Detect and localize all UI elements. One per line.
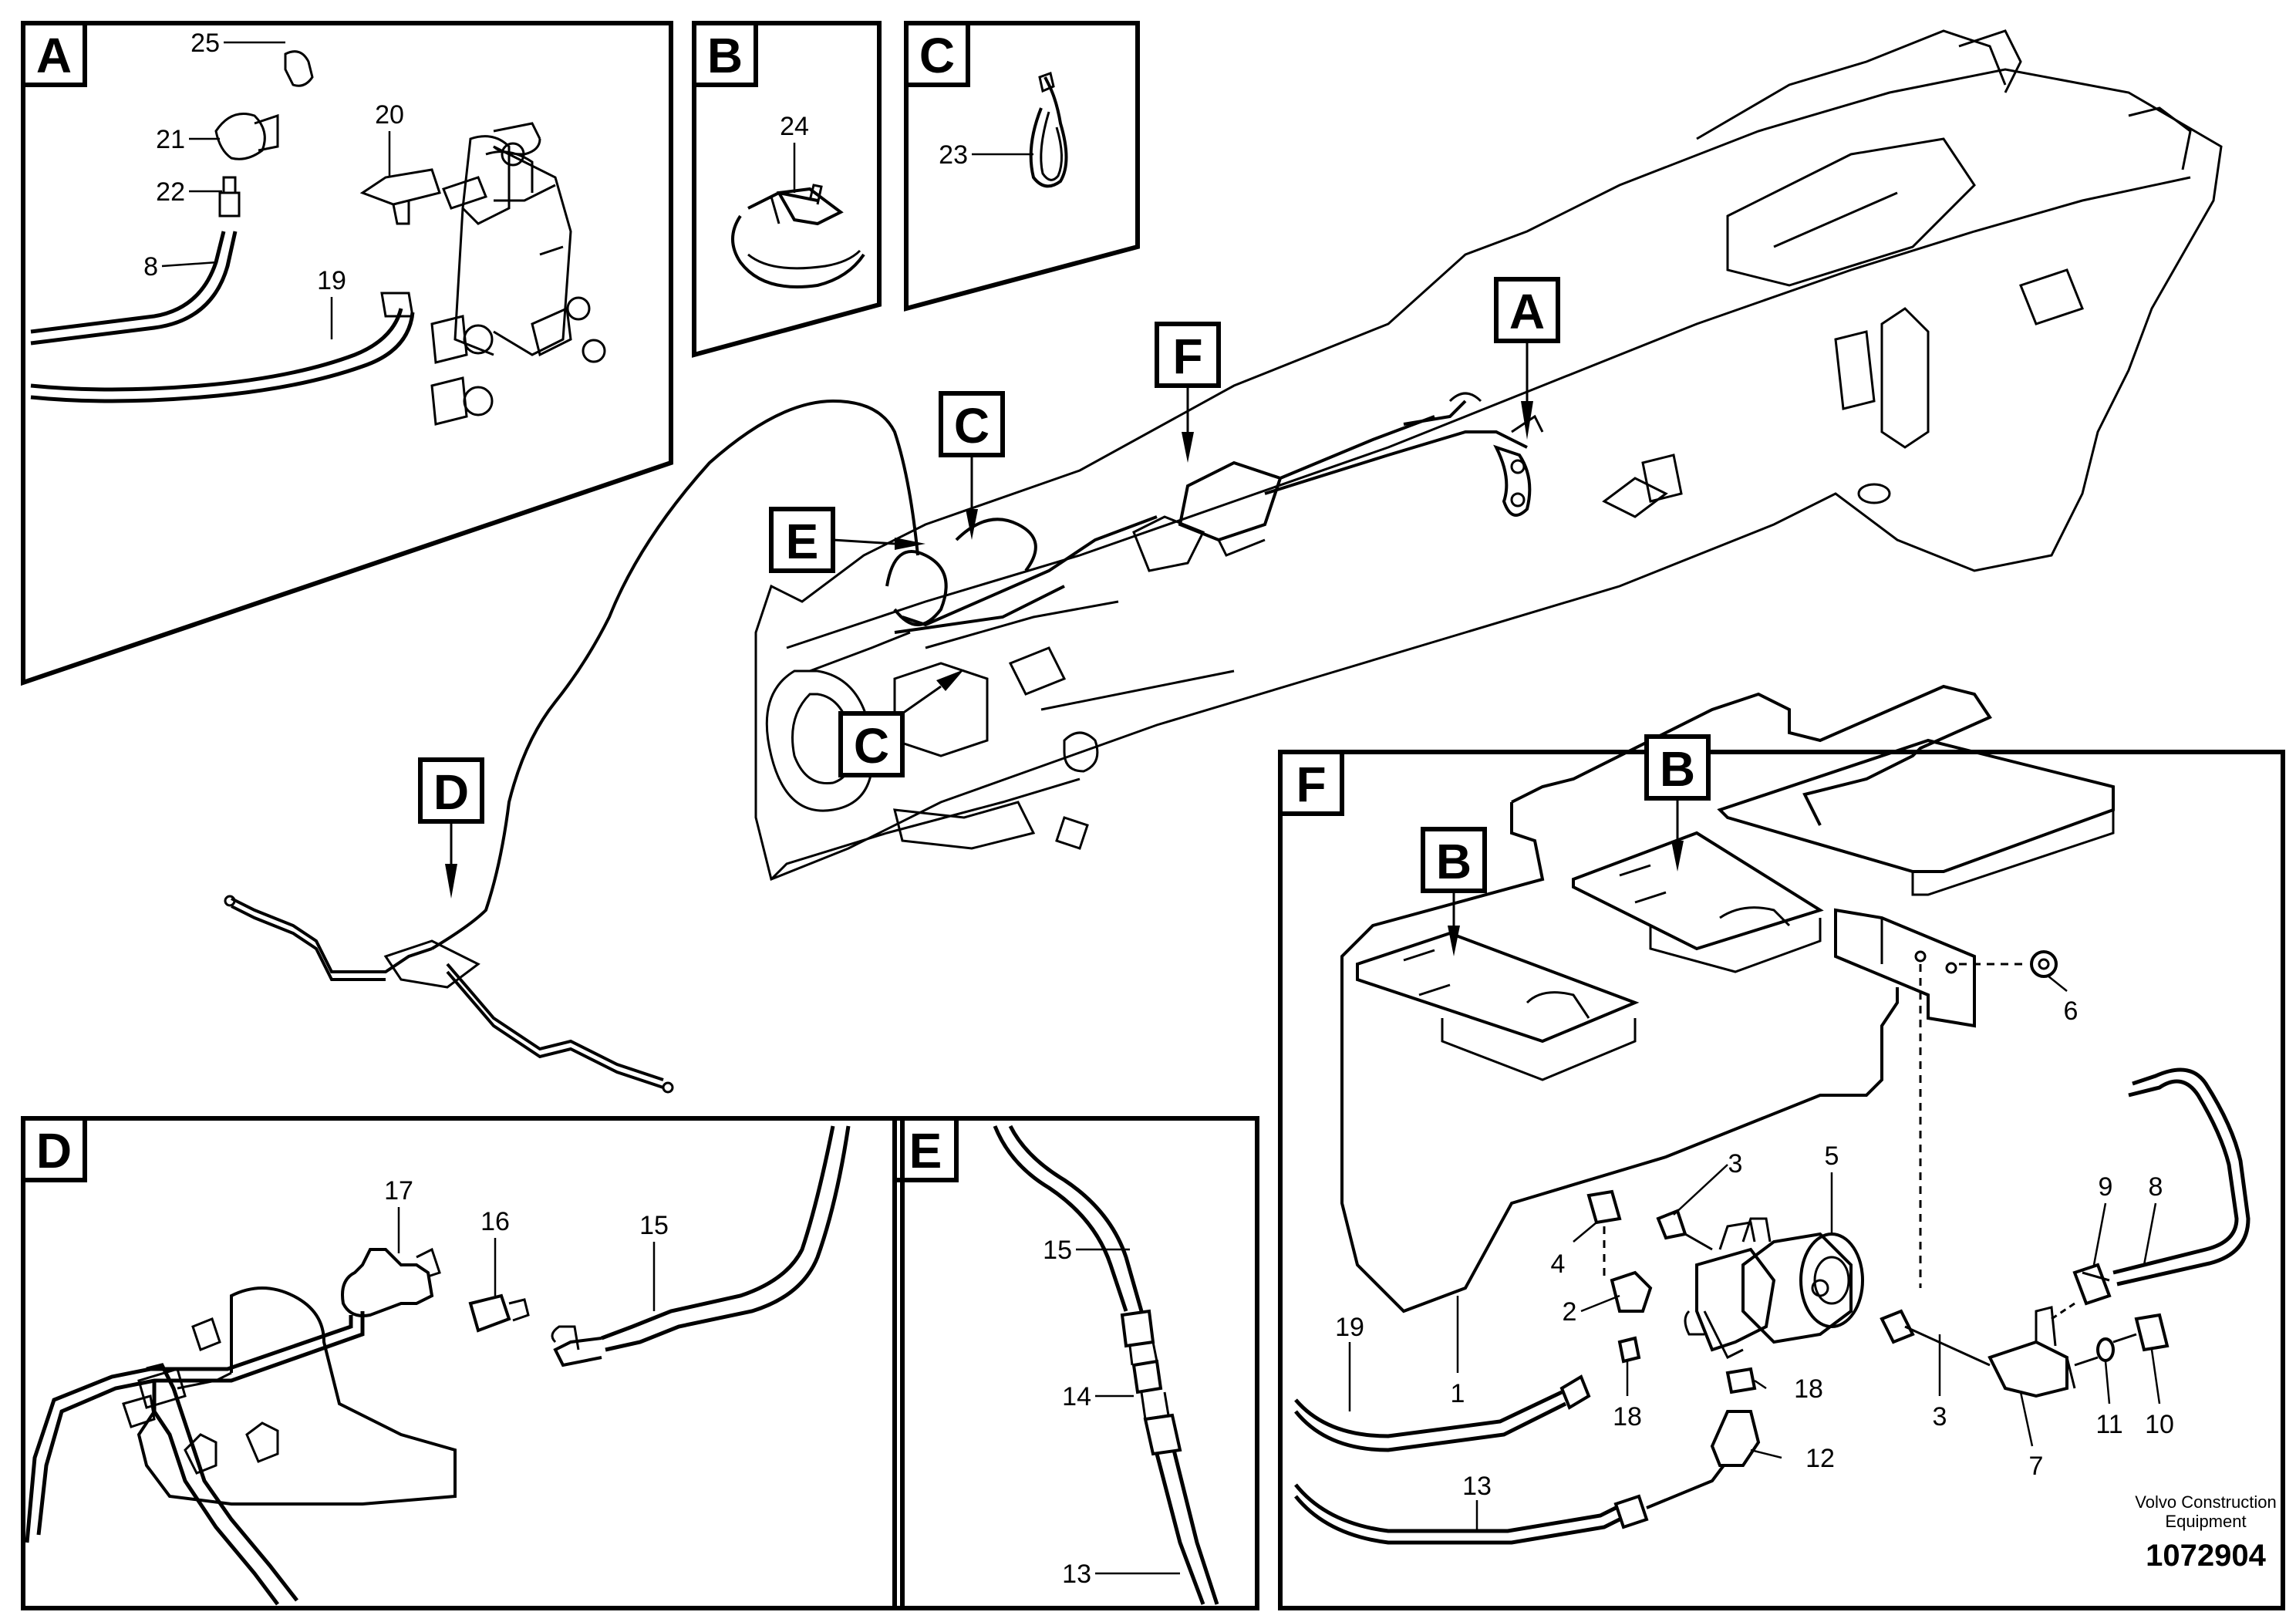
panel-letter-C: C bbox=[919, 28, 955, 83]
part-label: 21 bbox=[156, 125, 185, 154]
callout-D: D bbox=[418, 757, 484, 899]
panel-letter-E: E bbox=[909, 1123, 942, 1179]
panel-letter-B: B bbox=[707, 28, 743, 83]
svg-text:F: F bbox=[1172, 329, 1202, 384]
part-label: 4 bbox=[1551, 1249, 1566, 1279]
part-label: 8 bbox=[143, 252, 158, 282]
svg-text:A: A bbox=[1509, 284, 1545, 339]
svg-text:B: B bbox=[1660, 741, 1695, 797]
part-label: 1 bbox=[1451, 1379, 1465, 1408]
callout-B-right: B bbox=[1644, 734, 1711, 872]
svg-text:C: C bbox=[954, 398, 990, 454]
part-label: 6 bbox=[2064, 996, 2079, 1026]
part-label: 19 bbox=[317, 266, 346, 295]
part-label: 9 bbox=[2099, 1172, 2113, 1202]
leader-lines bbox=[161, 41, 2161, 1575]
part-label: 3 bbox=[1933, 1402, 1947, 1431]
svg-text:D: D bbox=[433, 764, 469, 820]
diagram-number: 1072904 bbox=[2146, 1539, 2266, 1573]
part-label: 11 bbox=[2095, 1410, 2122, 1439]
part-label: 16 bbox=[480, 1207, 510, 1236]
panel-letters: A B C D E F bbox=[36, 28, 1327, 1179]
panel-letter-D: D bbox=[36, 1123, 72, 1179]
panel-letter-A: A bbox=[36, 28, 72, 83]
part-label: 22 bbox=[156, 177, 185, 207]
part-label: 23 bbox=[939, 140, 968, 170]
part-label: 19 bbox=[1335, 1313, 1364, 1342]
callout-E: E bbox=[769, 507, 925, 573]
panel-A bbox=[21, 21, 673, 686]
callouts: A F C E C D bbox=[418, 277, 1711, 956]
panel-E bbox=[892, 1116, 1259, 1610]
part-label: 25 bbox=[190, 29, 220, 58]
part-label: 18 bbox=[1613, 1402, 1642, 1431]
callout-C-top: C bbox=[939, 391, 1005, 540]
panel-letter-F: F bbox=[1296, 757, 1326, 812]
brand-line-2: Equipment bbox=[2165, 1512, 2246, 1531]
part-label: 8 bbox=[2149, 1172, 2163, 1202]
callout-B-left: B bbox=[1421, 827, 1487, 956]
brand-line-1: Volvo Construction bbox=[2135, 1492, 2276, 1512]
part-label: 12 bbox=[1805, 1444, 1835, 1473]
part-label: 14 bbox=[1062, 1382, 1091, 1411]
callout-A: A bbox=[1494, 277, 1560, 440]
part-label: 17 bbox=[384, 1176, 413, 1206]
frame-illustration bbox=[224, 29, 2223, 1094]
part-labels: 25 21 22 8 19 20 24 23 17 16 15 15 14 13… bbox=[143, 29, 2174, 1589]
part-label: 24 bbox=[780, 112, 809, 141]
part-label: 10 bbox=[2145, 1410, 2174, 1439]
part-label: 13 bbox=[1462, 1472, 1492, 1501]
part-label: 18 bbox=[1794, 1374, 1823, 1404]
part-label: 2 bbox=[1563, 1297, 1577, 1327]
svg-text:E: E bbox=[786, 514, 819, 569]
panel-F bbox=[1278, 684, 2285, 1610]
callout-F: F bbox=[1155, 322, 1221, 463]
part-label: 15 bbox=[639, 1211, 669, 1240]
svg-text:C: C bbox=[854, 718, 889, 774]
part-label: 5 bbox=[1825, 1141, 1839, 1171]
footer: Volvo Construction Equipment 1072904 bbox=[2135, 1492, 2276, 1573]
part-label: 15 bbox=[1043, 1236, 1072, 1265]
panel-D bbox=[21, 1116, 905, 1610]
part-label: 20 bbox=[375, 100, 404, 130]
part-label: 13 bbox=[1062, 1560, 1091, 1589]
part-label: 3 bbox=[1728, 1149, 1743, 1179]
svg-text:B: B bbox=[1436, 834, 1472, 889]
panel-B bbox=[692, 21, 882, 358]
part-label: 7 bbox=[2029, 1452, 2044, 1481]
callout-C-bottom: C bbox=[838, 669, 964, 777]
